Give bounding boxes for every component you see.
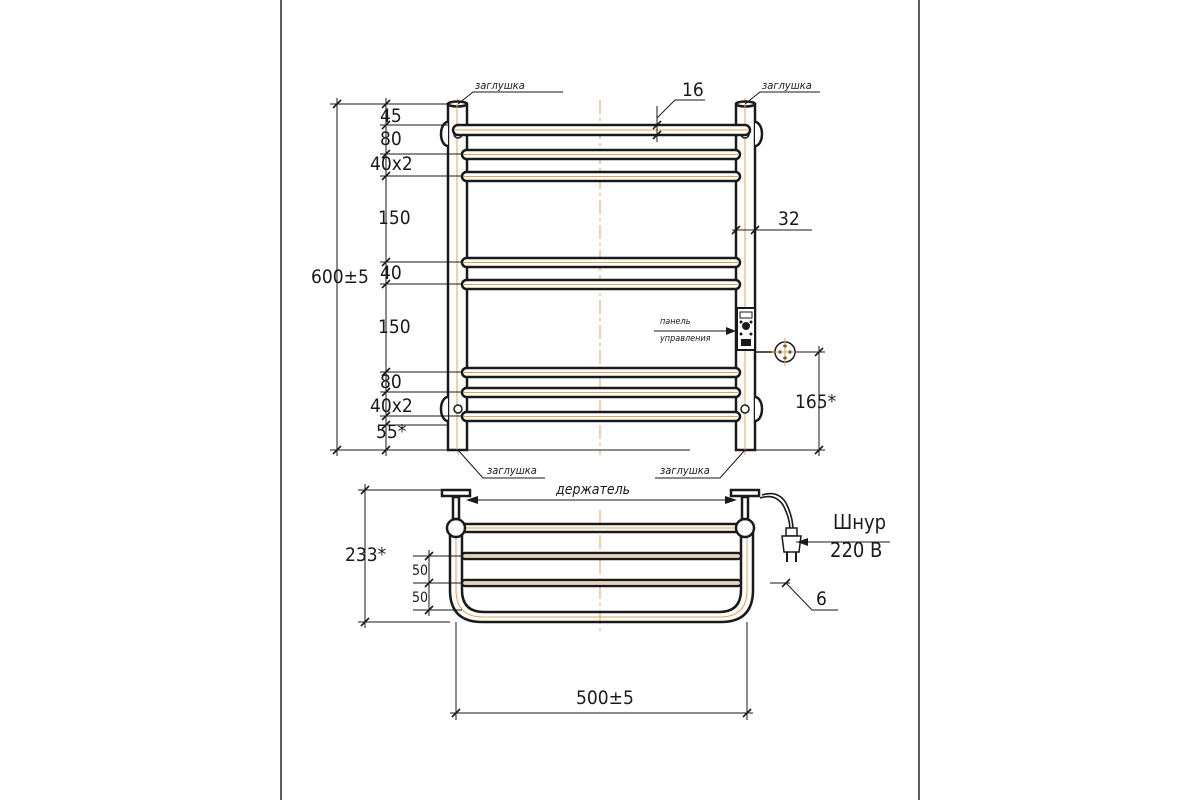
depth-dim-lines <box>358 484 462 628</box>
dim-riser-dia: 32 <box>778 208 800 230</box>
width-dim-lines <box>450 622 753 720</box>
tray-frame <box>448 528 755 624</box>
dim-16-leader <box>652 99 705 142</box>
control-panel <box>736 307 756 351</box>
dim-depth: 233* <box>345 544 387 566</box>
dim-32-leader <box>731 225 812 235</box>
dim-rod: 6 <box>816 588 827 610</box>
dim-40: 40 <box>380 262 402 284</box>
plug-leaders <box>457 91 820 479</box>
dim-55: 55* <box>376 421 407 443</box>
dim-45: 45 <box>380 105 402 127</box>
rungs <box>451 123 752 423</box>
power-cord <box>759 492 794 531</box>
left-dimension-ticks <box>332 99 391 455</box>
dim-150-lower: 150 <box>378 316 411 338</box>
plug-label-bottom-left: заглушка <box>487 464 537 477</box>
sheet-frame <box>280 0 920 800</box>
dim-40x2-lower: 40x2 <box>370 395 413 417</box>
tray-rod-centerlines <box>460 527 743 584</box>
panel-label-line2: управления <box>659 334 711 344</box>
panel-label-line1: панель <box>660 317 691 327</box>
cord-label-line2: 220 В <box>830 538 882 562</box>
dim-150-upper: 150 <box>378 207 411 229</box>
dim-gap-2: 50 <box>412 590 428 606</box>
dim-40x2: 40x2 <box>370 153 413 175</box>
plug-label-top-left: заглушка <box>475 79 525 92</box>
dim-width: 500±5 <box>576 687 634 709</box>
riser-tops <box>440 488 761 539</box>
dim-80-lower: 80 <box>380 371 402 393</box>
tray-rods <box>456 522 747 588</box>
dim-80: 80 <box>380 128 402 150</box>
cord-label-line1: Шнур <box>833 510 886 534</box>
dim-height-total: 600±5 <box>311 266 369 288</box>
top-view: держатель Шнур 220 В 6 <box>345 482 890 720</box>
plug-label-top-right: заглушка <box>762 79 812 92</box>
rung-centerlines <box>455 129 748 417</box>
dim-outlet: 165* <box>795 391 837 413</box>
tray-frame-centerline <box>455 528 748 618</box>
dim-gap-1: 50 <box>412 563 428 579</box>
dim-top-tube: 16 <box>682 79 704 101</box>
power-outlet <box>755 338 800 366</box>
dim-6-leader <box>770 578 838 611</box>
front-view: панель управления <box>311 79 837 479</box>
plug-label-bottom-right: заглушка <box>660 464 710 477</box>
holder-label: держатель <box>555 482 630 498</box>
dim-165-lines <box>755 346 825 456</box>
left-dimension-lines <box>330 98 462 456</box>
power-plug <box>781 527 802 562</box>
